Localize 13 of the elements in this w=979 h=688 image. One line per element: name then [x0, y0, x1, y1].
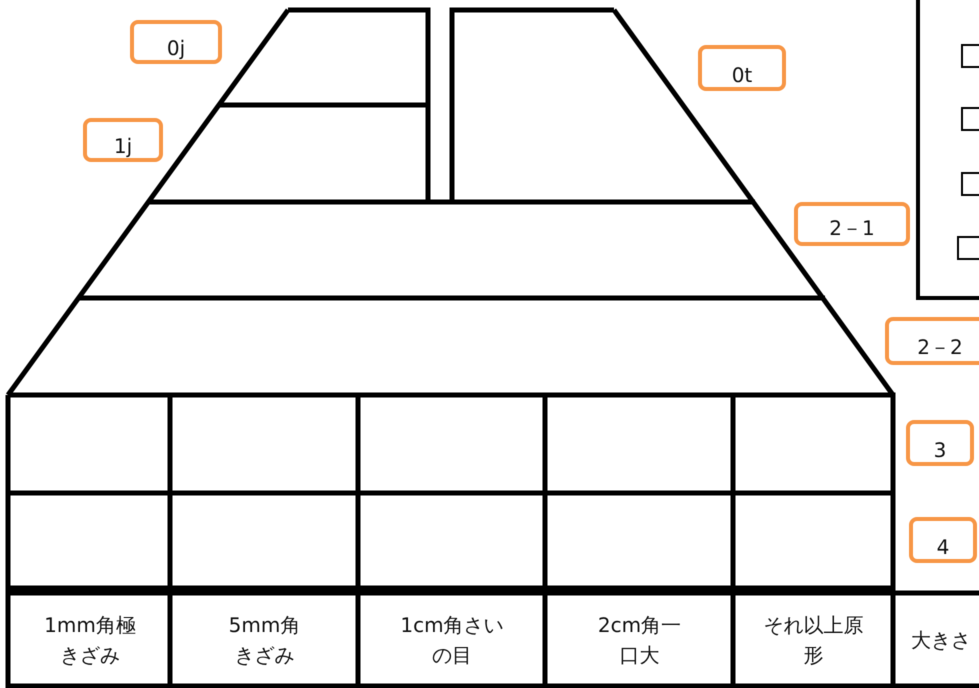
level-tag: 4	[909, 517, 977, 563]
level-tag: 1j	[83, 118, 163, 162]
row-heading: 大きさ	[911, 627, 971, 654]
level-tag: 2－1	[794, 202, 910, 246]
size-label: 2cm角一口大	[596, 612, 682, 669]
size-label: それ以上原形	[764, 612, 864, 669]
level-tag: 0t	[698, 45, 786, 91]
size-label: 1cm角さいの目	[399, 612, 505, 669]
size-label: 1mm角極きざみ	[43, 612, 137, 669]
level-tag: 3	[906, 420, 974, 466]
level-tag: 2－2	[885, 317, 979, 365]
level-tag: 0j	[130, 20, 222, 64]
size-label: 5mm角きざみ	[228, 612, 302, 669]
